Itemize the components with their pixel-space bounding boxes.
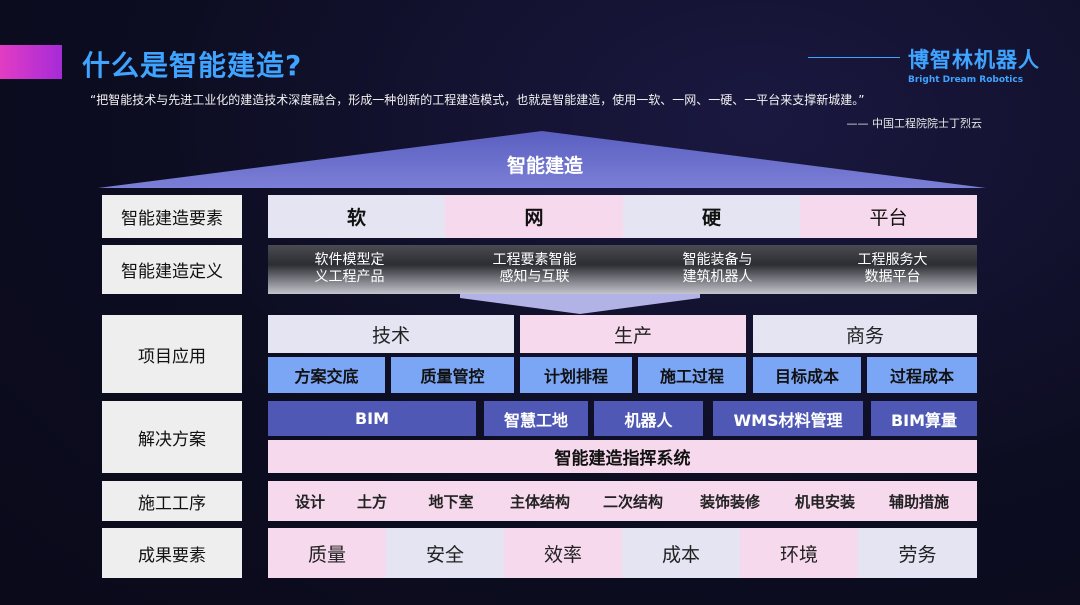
company-logo: 博智林机器人 Bright Dream Robotics: [808, 44, 1040, 85]
process-basement: 地下室: [428, 492, 474, 511]
application-item-target-cost: 目标成本: [753, 357, 861, 393]
solution-command-system: 智能建造指挥系统: [268, 440, 977, 473]
application-item-construction-process: 施工过程: [638, 357, 746, 393]
process-earthwork: 土方: [356, 492, 387, 511]
process-design: 设计: [294, 492, 325, 511]
application-item-scheduling: 计划排程: [520, 357, 632, 393]
definition-network-line2: 感知与互联: [499, 269, 570, 285]
definition-platform-line1: 工程服务大: [857, 252, 928, 268]
application-group-business: 商务: [753, 315, 977, 353]
down-arrow: [460, 294, 700, 314]
definition-network: 工程要素智能 感知与互联: [472, 249, 597, 289]
definition-network-line1: 工程要素智能: [492, 252, 577, 268]
definition-hardware-line1: 智能装备与: [682, 252, 753, 268]
process-mep-installation: 机电安装: [794, 492, 855, 511]
process-decoration: 装饰装修: [699, 492, 760, 511]
row-label-results: 成果要素: [102, 528, 242, 578]
result-efficiency: 效率: [504, 528, 622, 578]
result-quality: 质量: [268, 528, 386, 578]
application-item-quality-control: 质量管控: [391, 357, 514, 393]
slide-title: 什么是智能建造?: [82, 49, 303, 82]
definition-software-line1: 软件模型定: [314, 252, 385, 268]
row-label-elements: 智能建造要素: [102, 195, 242, 238]
quote-author: —— 中国工程院院士丁烈云: [846, 117, 983, 130]
roof-label: 智能建造: [506, 155, 583, 177]
title-accent-bar: [0, 45, 62, 79]
definition-software: 软件模型定 义工程产品: [292, 249, 407, 289]
logo-chinese-name: 博智林机器人: [908, 48, 1040, 72]
process-main-structure: 主体结构: [509, 492, 570, 511]
solution-smart-site: 智慧工地: [484, 401, 588, 436]
element-platform: 平台: [800, 195, 977, 238]
definition-platform-line2: 数据平台: [864, 269, 921, 285]
definition-software-line2: 义工程产品: [314, 269, 385, 285]
application-group-production: 生产: [520, 315, 746, 353]
element-software: 软: [268, 195, 445, 238]
solution-robot: 机器人: [594, 401, 703, 436]
application-group-technology: 技术: [268, 315, 514, 353]
result-safety: 安全: [386, 528, 504, 578]
definition-platform: 工程服务大 数据平台: [835, 249, 950, 289]
process-band: [268, 481, 977, 521]
definition-hardware-line2: 建筑机器人: [682, 269, 753, 285]
logo-english-name: Bright Dream Robotics: [908, 75, 1024, 85]
row-label-definitions: 智能建造定义: [102, 245, 242, 294]
solution-bim: BIM: [268, 401, 476, 436]
solution-wms: WMS材料管理: [713, 401, 863, 436]
result-cost: 成本: [622, 528, 740, 578]
application-item-process-cost: 过程成本: [867, 357, 977, 393]
result-labor: 劳务: [858, 528, 977, 578]
row-label-applications: 项目应用: [102, 315, 242, 393]
quote-text: “把智能技术与先进工业化的建造技术深度融合，形成一种创新的工程建造模式，也就是智…: [90, 93, 865, 107]
definition-band: [268, 245, 977, 294]
result-environment: 环境: [740, 528, 858, 578]
solution-bim-quantity: BIM算量: [871, 401, 977, 436]
process-secondary-structure: 二次结构: [602, 492, 663, 511]
application-item-plan-briefing: 方案交底: [268, 357, 385, 393]
logo-divider: [808, 57, 900, 58]
row-label-process: 施工工序: [102, 481, 242, 521]
definition-hardware: 智能装备与 建筑机器人: [660, 249, 775, 289]
row-label-solutions: 解决方案: [102, 401, 242, 473]
element-hardware: 硬: [623, 195, 800, 238]
element-network: 网: [445, 195, 623, 238]
process-auxiliary-measures: 辅助措施: [888, 492, 949, 511]
